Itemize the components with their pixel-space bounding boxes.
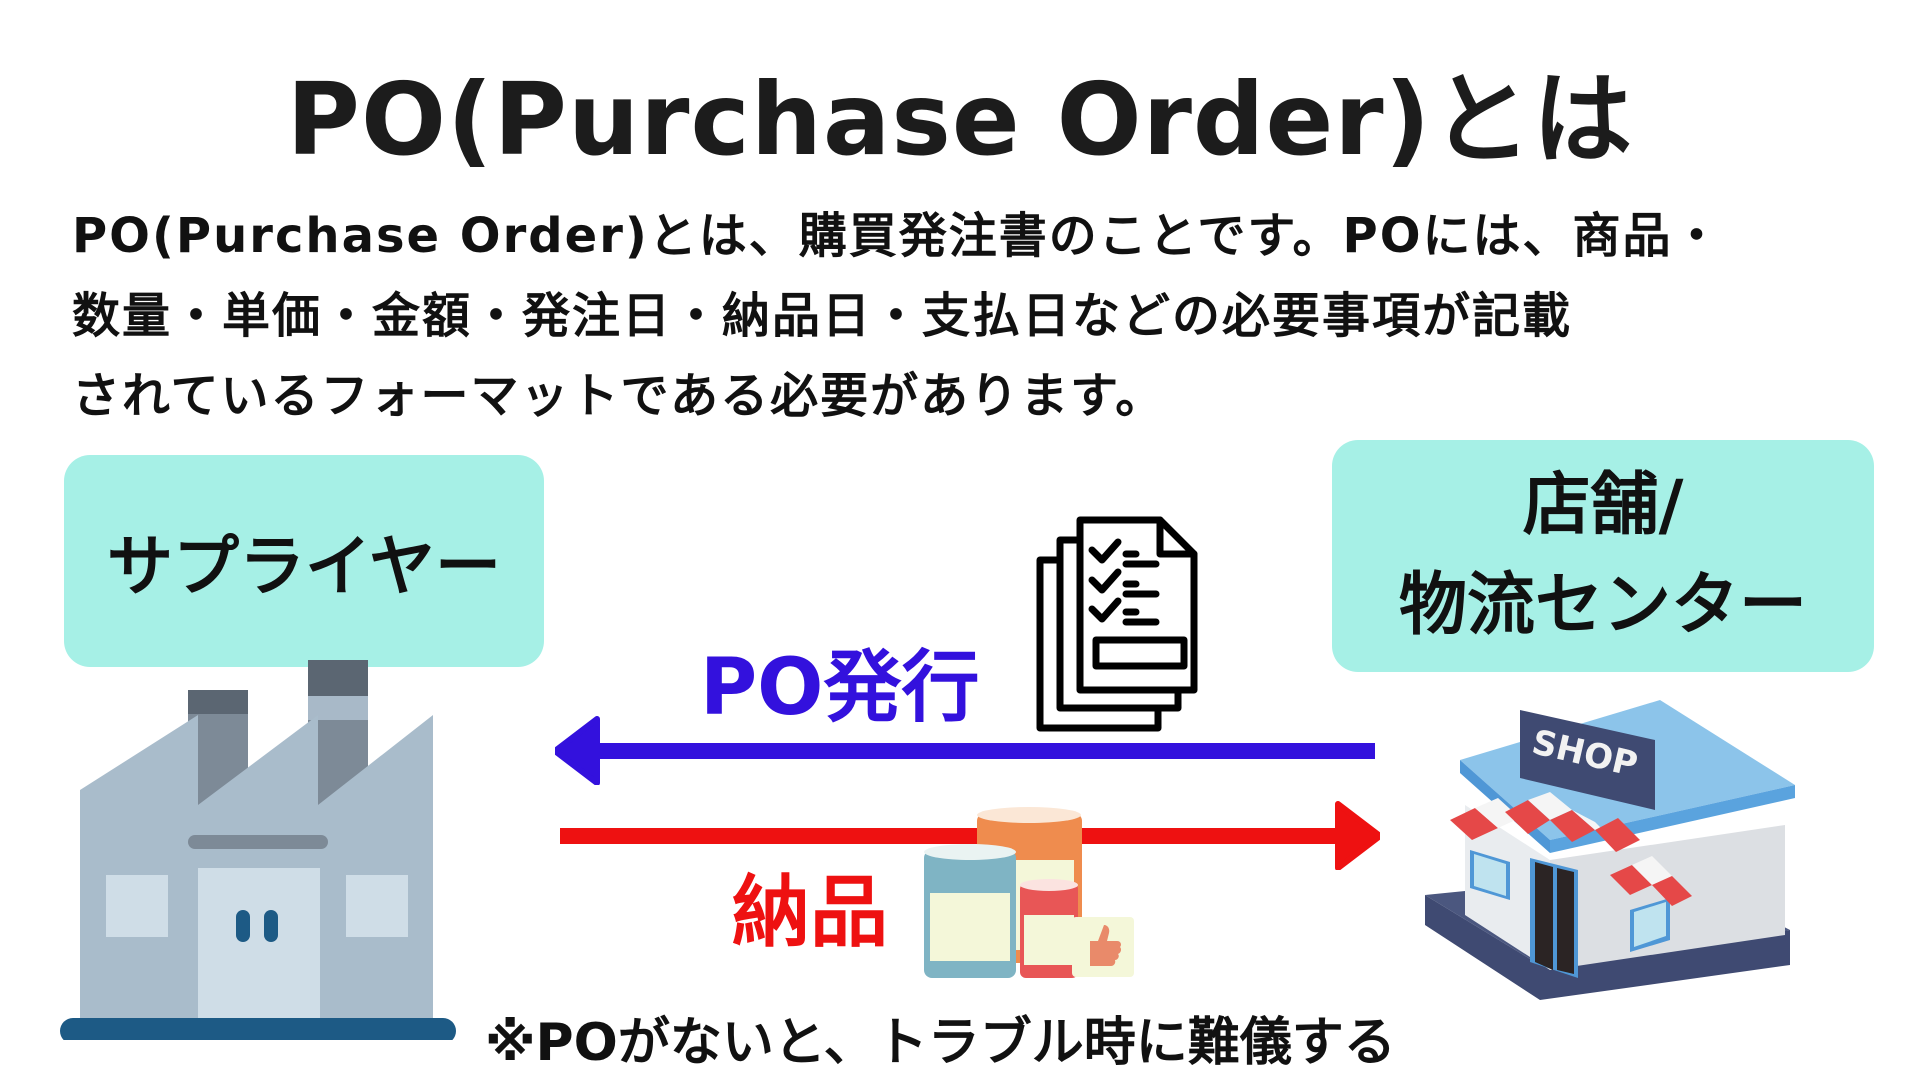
description-line-2: 数量・単価・金額・発注日・納品日・支払日などの必要事項が記載 bbox=[72, 288, 1573, 344]
delivery-arrow bbox=[560, 800, 1380, 870]
store-label-box: 店舗/ 物流センター bbox=[1332, 440, 1874, 672]
supplier-label: サプライヤー bbox=[106, 528, 502, 605]
document-checklist-icon bbox=[1030, 512, 1200, 732]
factory-icon bbox=[58, 640, 458, 1040]
store-label-line-1: 店舗/ bbox=[1522, 466, 1684, 545]
warning-note: ※POがないと、トラブル時に難儀する bbox=[485, 1013, 1396, 1073]
supplier-label-box: サプライヤー bbox=[64, 455, 544, 667]
page-title: PO(Purchase Order)とは bbox=[286, 61, 1634, 178]
description-line-1: PO(Purchase Order)とは、購買発注書のことです。POには、商品・ bbox=[72, 208, 1723, 264]
po-issue-label: PO発行 bbox=[700, 643, 980, 733]
store-label-line-2: 物流センター bbox=[1398, 566, 1807, 645]
canned-goods-icon bbox=[922, 805, 1142, 980]
delivery-label: 納品 bbox=[732, 868, 889, 958]
po-issue-arrow bbox=[555, 715, 1375, 785]
shop-building-icon: SHOP bbox=[1420, 700, 1800, 1020]
description-paragraph: PO(Purchase Order)とは、購買発注書のことです。POには、商品・… bbox=[72, 196, 1872, 436]
description-line-3: されているフォーマットである必要があります。 bbox=[72, 368, 1166, 424]
